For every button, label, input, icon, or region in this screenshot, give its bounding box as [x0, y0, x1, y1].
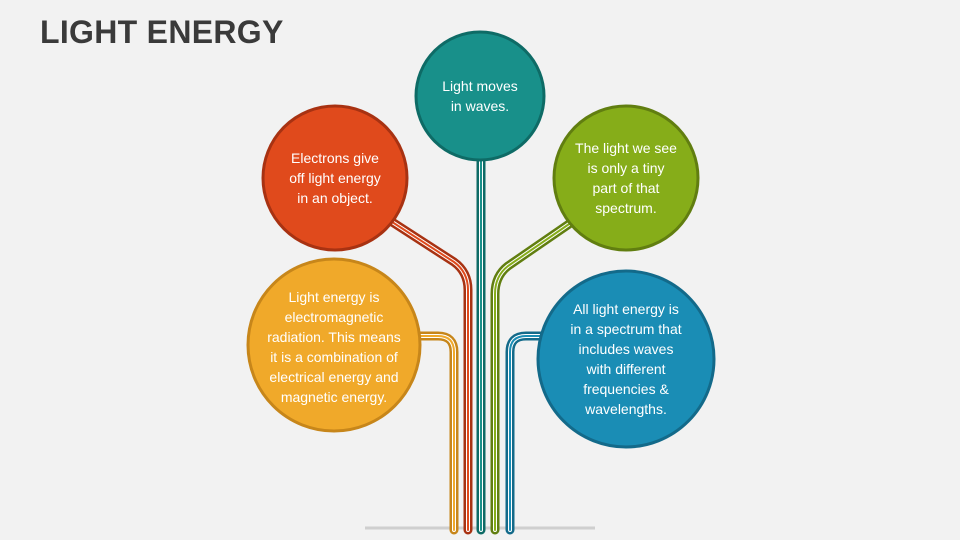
circle-upper-right — [552, 104, 700, 252]
circle-lower-left — [246, 257, 422, 433]
circle-upper-left — [261, 104, 409, 252]
branch-lower-right — [505, 331, 553, 535]
branch-upper-left — [381, 213, 473, 535]
circle-lower-right — [536, 269, 716, 449]
page-title: LIGHT ENERGY — [40, 14, 284, 50]
branch-upper-right — [490, 217, 577, 535]
branch-lower-left — [413, 331, 459, 535]
circle-top — [414, 30, 546, 162]
